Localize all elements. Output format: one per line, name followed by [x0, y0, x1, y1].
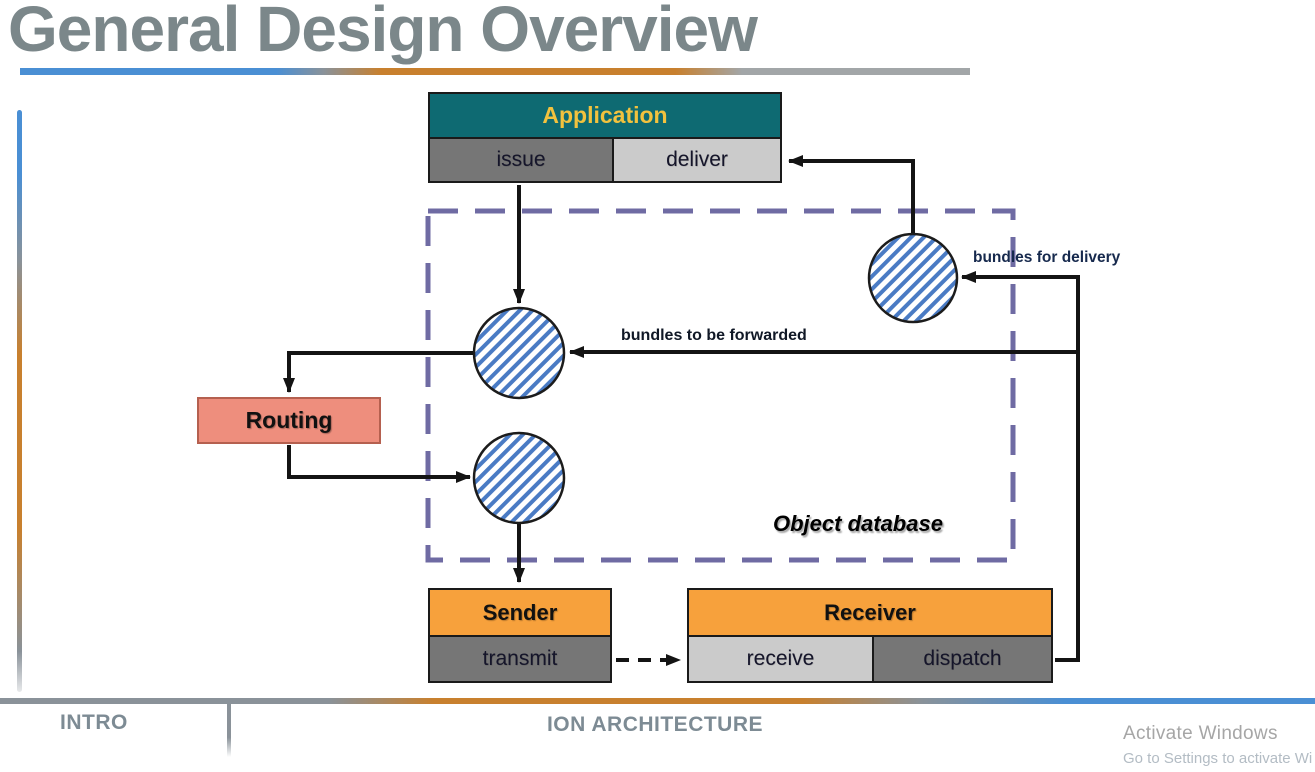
transmit-cell: transmit: [430, 637, 610, 681]
left-accent-rule: [17, 110, 22, 692]
title-underline-rule: [20, 68, 970, 75]
receiver-header: Receiver: [689, 590, 1051, 637]
issue-cell: issue: [430, 139, 614, 181]
sender-box: Sender transmit: [428, 588, 612, 683]
dispatch-cell: dispatch: [874, 637, 1051, 681]
arrow-routing-to-transmission-queue: [287, 445, 471, 483]
bundles-to-be-forwarded-label: bundles to be forwarded: [621, 327, 807, 344]
sender-header: Sender: [430, 590, 610, 637]
deliver-cell: deliver: [614, 139, 780, 181]
page-title: General Design Overview: [8, 0, 758, 65]
application-cells-row: issue deliver: [430, 139, 780, 181]
receive-cell: receive: [689, 637, 874, 681]
receiver-cells-row: receive dispatch: [689, 637, 1051, 681]
activate-windows-watermark: Activate Windows: [1123, 723, 1278, 744]
forward-queue-circle-icon: [472, 306, 566, 400]
sender-cells-row: transmit: [430, 637, 610, 681]
object-database-dashed-boundary: [425, 208, 1016, 563]
receiver-box: Receiver receive dispatch: [687, 588, 1053, 683]
application-header: Application: [430, 94, 780, 139]
delivery-queue-circle-icon: [867, 232, 959, 324]
arrow-delivery-queue-to-deliver: [788, 155, 915, 236]
footer-section-intro: INTRO: [60, 711, 128, 734]
activate-windows-watermark-subtext: Go to Settings to activate Wi: [1123, 750, 1313, 767]
footer-rule: [0, 698, 1315, 704]
transmission-queue-circle-icon: [472, 431, 566, 525]
footer-section-title: ION ARCHITECTURE: [546, 713, 764, 736]
application-box: Application issue deliver: [428, 92, 782, 183]
footer-divider: [227, 701, 231, 757]
arrow-forward-queue-to-routing: [283, 351, 474, 393]
object-database-label: Object database: [773, 511, 943, 536]
routing-box: Routing: [197, 397, 381, 444]
bundles-for-delivery-label: bundles for delivery: [973, 249, 1121, 266]
